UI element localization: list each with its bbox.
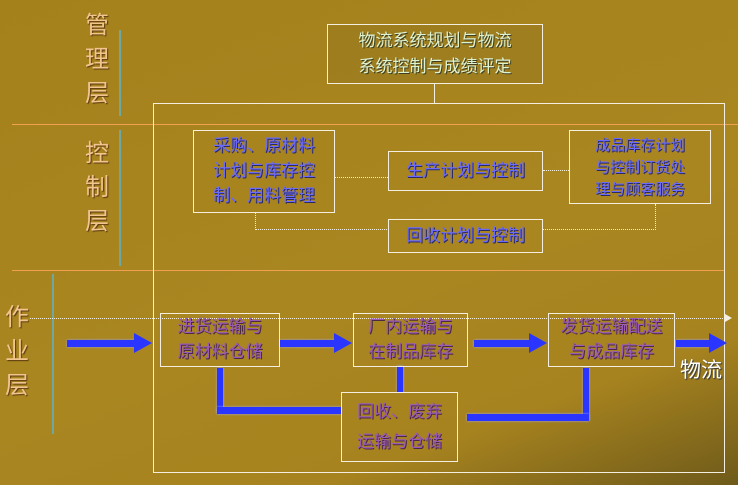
divider-control-operation [12,270,725,271]
layer-label-operation: 作 业 层 [5,303,29,399]
information-flow-arrowhead [725,314,732,322]
reverse-flow-line [583,368,589,420]
reverse-flow-line [397,366,403,392]
in-plant-operation-box: 厂内运输与 在制品库存 [353,313,468,367]
flow-arrow-shaft [676,340,710,347]
system-frame [153,103,725,473]
management-box: 物流系统规划与物流 系统控制与成绩评定 [327,24,543,84]
dotted-connector [255,213,389,230]
flow-arrowhead [134,333,152,353]
flow-label: 物流 [680,358,722,382]
procurement-control-text: 采购、原材料 计划与库存控 制、用料管理 [213,136,315,206]
flow-arrow-shaft [474,340,530,347]
reverse-flow-line [217,368,223,413]
finished-goods-control-text: 成品库存计划 与控制订货处 理与顾客服务 [594,136,685,198]
dotted-connector [335,177,388,178]
flow-arrowhead [334,333,352,353]
divider-management-control [12,124,738,125]
management-extent-line [119,30,121,116]
management-connector [434,84,435,103]
inbound-operation-text: 进货运输与 原材料仓储 [177,317,263,362]
management-box-text: 物流系统规划与物流 系统控制与成绩评定 [358,31,512,77]
flow-arrowhead [709,333,727,353]
reverse-operation-box: 回收、废弃 运输与仓储 [341,392,458,462]
recycling-control-box: 回收计划与控制 [388,219,543,253]
control-extent-line [119,130,121,266]
flow-arrow-shaft [67,340,135,347]
reverse-flow-line [217,407,341,414]
flow-arrow-shaft [280,340,335,347]
reverse-flow-line [467,414,589,421]
procurement-control-box: 采购、原材料 计划与库存控 制、用料管理 [193,130,335,213]
reverse-operation-text: 回收、废弃 运输与仓储 [357,402,442,452]
outbound-operation-box: 发货运输配送 与成品库存 [548,313,675,367]
operation-extent-line [52,274,54,434]
information-flow-line [30,318,725,319]
dotted-connector [543,204,656,230]
production-control-text: 生产计划与控制 [406,160,525,181]
flow-arrowhead [529,333,547,353]
dotted-connector [543,170,569,171]
finished-goods-control-box: 成品库存计划 与控制订货处 理与顾客服务 [569,130,711,204]
layer-label-control: 控 制 层 [85,139,109,235]
in-plant-operation-text: 厂内运输与 在制品库存 [368,317,453,362]
layer-label-management: 管 理 层 [85,11,109,107]
inbound-operation-box: 进货运输与 原材料仓储 [160,313,280,367]
production-control-box: 生产计划与控制 [388,151,543,191]
outbound-operation-text: 发货运输配送 与成品库存 [560,317,663,362]
recycling-control-text: 回收计划与控制 [406,225,525,246]
